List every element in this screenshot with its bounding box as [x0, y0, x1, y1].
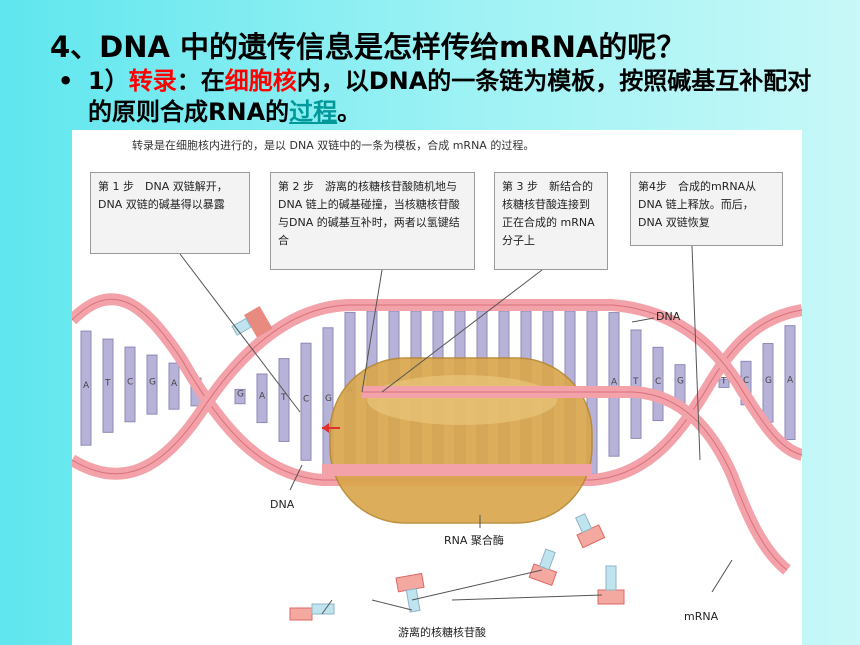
base-letter: C	[743, 376, 749, 386]
step-4-box: 第4步 合成的mRNA从 DNA 链上释放。而后，DNA 双链恢复	[630, 172, 783, 246]
base-letter: G	[765, 376, 772, 386]
base-letter: C	[303, 395, 309, 405]
slide-title: 4、DNA 中的遗传信息是怎样传给mRNA的呢？	[50, 30, 686, 64]
base-pair-rung	[102, 338, 114, 433]
base-pair-rung	[608, 312, 620, 457]
base-pair-rung	[784, 325, 796, 441]
base-letter: T	[720, 376, 727, 386]
base-pair-rung	[80, 330, 92, 446]
base-pair-rung	[652, 346, 664, 422]
base-pair-rung	[718, 378, 730, 388]
bullet-end: 。	[337, 98, 362, 126]
base-letter: A	[611, 377, 618, 387]
bullet-number: 1）	[88, 67, 129, 95]
label-rna-polymerase: RNA 聚合酶	[444, 534, 504, 547]
base-letter: C	[127, 377, 133, 387]
step-3-box: 第 3 步 新结合的核糖核苷酸连接到正在合成的 mRNA 分子上	[494, 172, 608, 270]
transcription-figure: 转录是在细胞核内进行的，是以 DNA 双链中的一条为模板，合成 mRNA 的过程…	[72, 130, 802, 645]
bullet-colon: ：在	[176, 67, 225, 95]
base-letter: A	[787, 376, 794, 386]
base-letter: A	[171, 379, 178, 389]
base-pair-rung	[234, 388, 246, 405]
base-letter: A	[83, 381, 90, 391]
term-transcription: 转录	[128, 67, 177, 95]
term-nucleus: 细胞核	[224, 67, 297, 95]
base-letter: T	[104, 379, 111, 389]
bullet-text: 1）转录：在细胞核内，以DNA的一条链为模板，按照碱基互补配对的原则合成RNA的…	[88, 66, 818, 128]
label-dna-bottom: DNA	[270, 498, 295, 511]
leader-lines	[179, 245, 733, 615]
base-letter: T	[632, 377, 639, 387]
base-pair-rung	[278, 358, 290, 442]
bullet-dot: •	[58, 67, 74, 95]
step-1-box: 第 1 步 DNA 双链解开，DNA 双链的碱基得以暴露	[90, 172, 250, 254]
base-pair-rung	[146, 354, 158, 415]
figure-caption: 转录是在细胞核内进行的，是以 DNA 双链中的一条为模板，合成 mRNA 的过程…	[132, 139, 535, 152]
base-pair-rung	[300, 342, 312, 461]
direction-arrowhead	[322, 423, 329, 433]
base-pair-rung	[630, 329, 642, 439]
label-free-nucleotides: 游离的核糖核苷酸	[398, 626, 486, 639]
bullet-rest: 内，以DNA的一条链为模板，按照碱基互补配对的原则合成RNA的	[88, 67, 812, 126]
process-link[interactable]: 过程	[289, 98, 338, 126]
base-letter: G	[677, 377, 684, 387]
base-pair-rung	[256, 373, 268, 424]
base-letter: T	[280, 393, 287, 403]
dna-strand-upper-edge	[72, 304, 802, 475]
dna-strand-lower-edge	[72, 298, 802, 481]
base-letter: G	[149, 378, 156, 388]
free-nucleotides	[231, 306, 625, 621]
base-letter: A	[259, 391, 266, 401]
label-mrna: mRNA	[684, 610, 719, 623]
dna-diagram: ATCGATGATCGATCGATCGATCGATCGTCGA	[72, 245, 802, 621]
polymerase-highlight	[367, 375, 557, 425]
base-pair-rung	[168, 362, 180, 410]
base-letter: C	[655, 377, 661, 387]
base-pair-rung	[124, 346, 136, 423]
step-2-box: 第 2 步 游离的核糖核苷酸随机地与 DNA 链上的碱基碰撞，当核糖核苷酸与DN…	[270, 172, 475, 270]
base-letter: G	[325, 394, 332, 404]
label-dna-top: DNA	[656, 310, 681, 323]
mrna-strand-edge	[362, 391, 788, 571]
base-letter: G	[237, 390, 244, 400]
